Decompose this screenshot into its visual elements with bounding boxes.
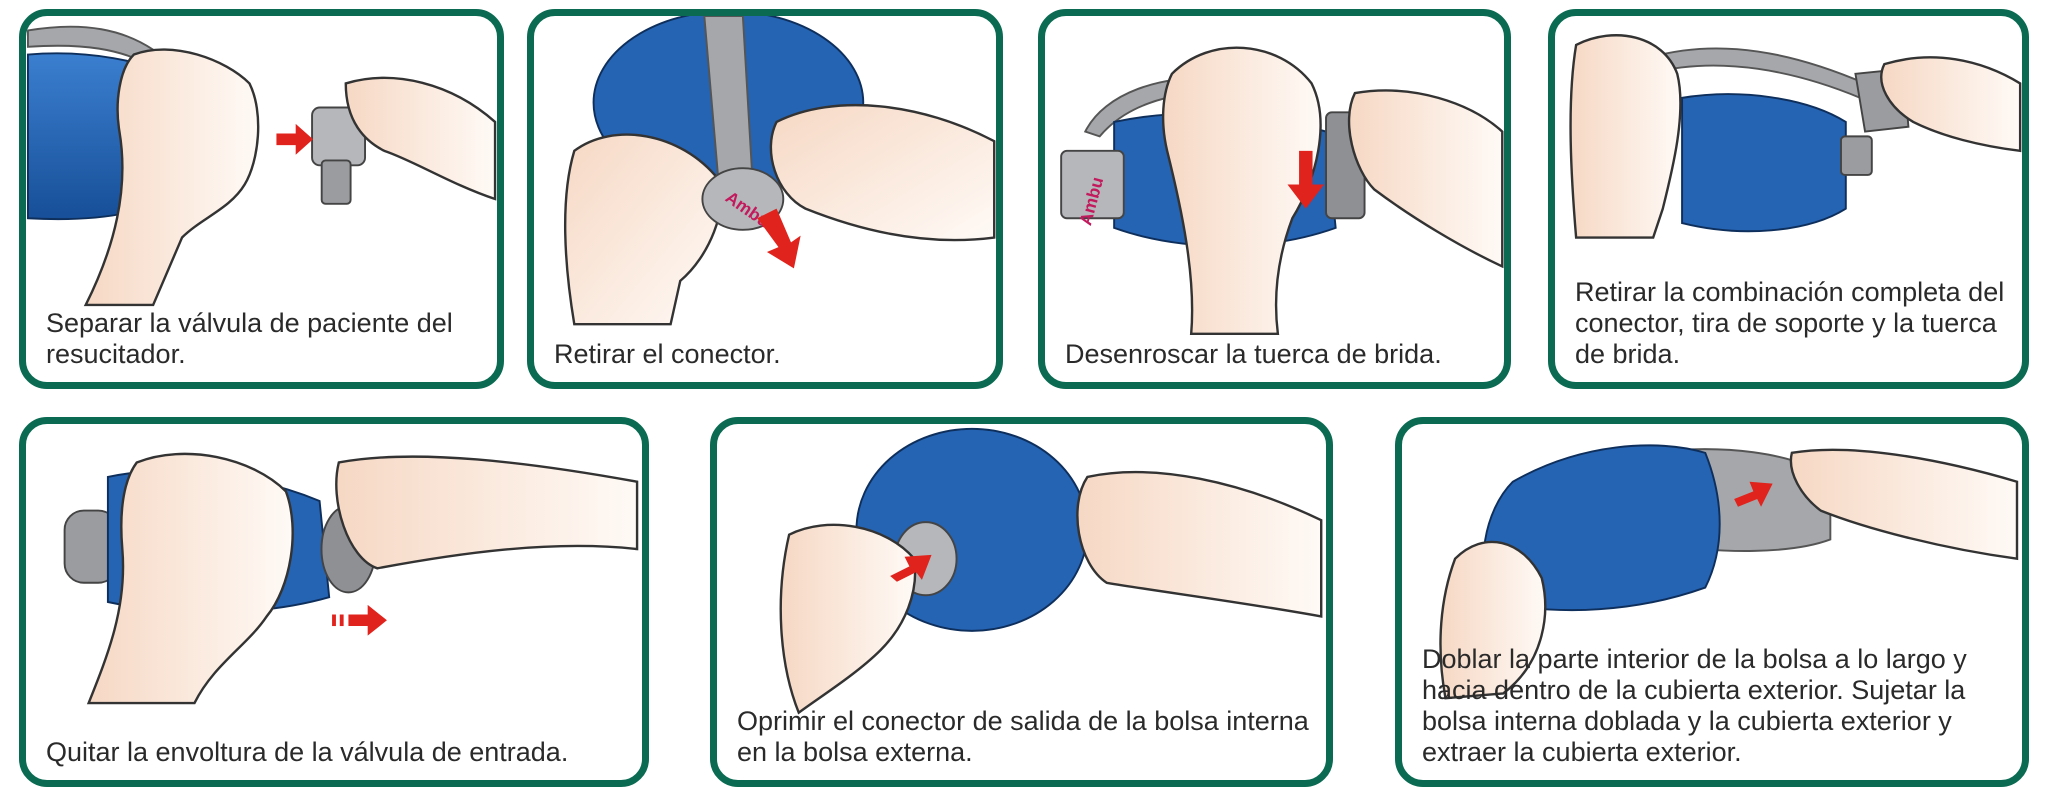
step-panel-7: Doblar la parte interior de la bolsa a l…	[1395, 417, 2029, 787]
illustration-push-outlet	[779, 427, 1323, 715]
motion-line	[339, 614, 344, 627]
illustration-remove-assembly	[1569, 34, 2022, 239]
step-panel-3: Ambu Desenroscar la tuerca de brida.	[1038, 9, 1511, 389]
step-panel-1: Separar la válvula de paciente del resuc…	[19, 9, 504, 389]
hand-left	[563, 133, 723, 326]
illustration-remove-connector: Ambu	[563, 16, 996, 326]
red-arrow	[276, 123, 314, 155]
hand-right	[344, 76, 497, 201]
hand-left	[779, 523, 917, 715]
red-arrow	[348, 604, 387, 636]
valve-port	[320, 159, 352, 205]
hand-left	[83, 48, 260, 307]
step-caption: Quitar la envoltura de la válvula de ent…	[46, 737, 569, 767]
red-arrow	[1734, 481, 1773, 507]
step-caption: Desenroscar la tuerca de brida.	[1065, 339, 1442, 369]
step-caption: Oprimir el conector de salida de la bols…	[737, 706, 1309, 767]
step-caption: Retirar la combinación completa del cone…	[1575, 277, 2005, 369]
step-panel-6: Oprimir el conector de salida de la bols…	[710, 417, 1333, 787]
bag-port	[1840, 135, 1873, 176]
red-arrow	[757, 208, 801, 269]
step-caption: Separar la válvula de paciente del resuc…	[46, 308, 453, 369]
illustration-fold-and-extract	[1439, 444, 2019, 700]
motion-line	[332, 614, 336, 627]
red-arrow	[1287, 150, 1325, 209]
connector-shape	[1060, 149, 1125, 220]
step-panel-2: Ambu Retirar el conector.	[527, 9, 1003, 389]
hand-right	[1789, 448, 2019, 561]
illustration-unscrew-flange: Ambu	[1060, 46, 1504, 336]
hand-right	[1347, 89, 1504, 269]
hand-left	[86, 452, 294, 705]
step-panel-5: Quitar la envoltura de la válvula de ent…	[19, 417, 649, 787]
hand-right	[1076, 470, 1323, 618]
illustration-remove-inlet-cover	[63, 452, 639, 705]
hand-right	[1880, 56, 2022, 153]
step-caption: Doblar la parte interior de la bolsa a l…	[1422, 644, 1967, 767]
bag-shape	[1681, 93, 1847, 233]
hand-right	[769, 103, 996, 242]
connector-shape	[701, 167, 785, 231]
illustration-separate-valve	[26, 25, 497, 307]
step-caption: Retirar el conector.	[554, 339, 781, 369]
hand-left	[1439, 540, 1547, 700]
red-arrow	[890, 554, 932, 582]
hand-left	[1569, 34, 1682, 239]
hand-right	[335, 455, 639, 570]
hand-left	[1161, 46, 1322, 336]
step-panel-4: Retirar la combinación completa del cone…	[1548, 9, 2029, 389]
